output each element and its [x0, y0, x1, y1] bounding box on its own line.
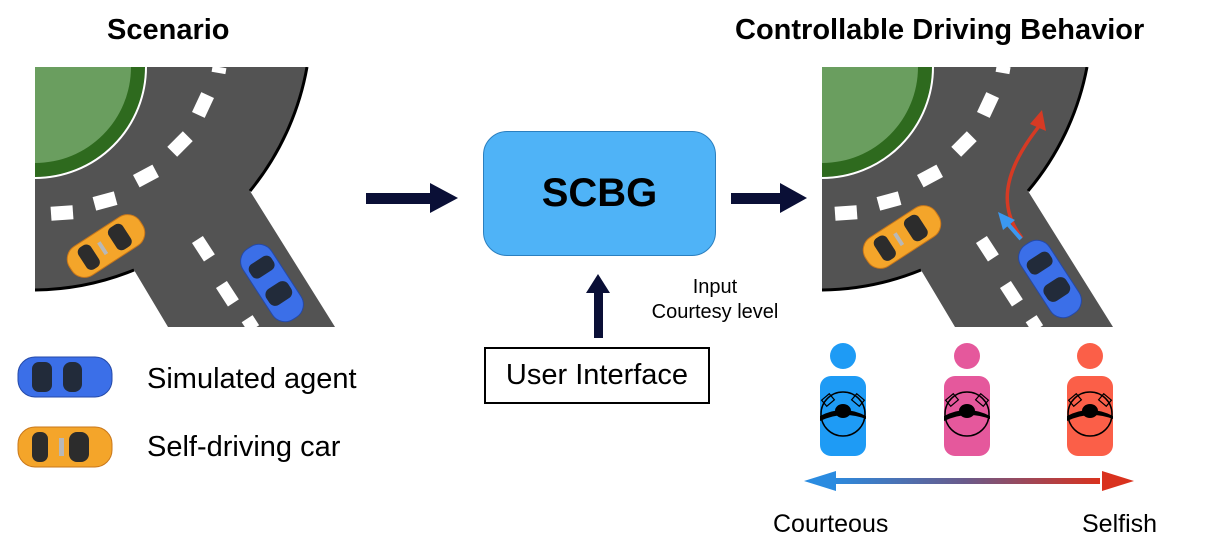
hand-icon: [850, 392, 866, 408]
steering-wheel-icon: [944, 391, 990, 437]
courteous-label: Courteous: [773, 510, 889, 538]
neutral-driver-icon: [944, 343, 990, 456]
legend-blue-car-icon: [17, 356, 113, 398]
legend-label-simulated-agent: Simulated agent: [147, 363, 357, 395]
arrow-ui-to-model: [586, 274, 610, 338]
hand-icon: [1097, 392, 1113, 408]
selfish-trajectory-arrowhead: [1030, 110, 1046, 131]
selfish-trajectory-arrow: [1005, 123, 1042, 240]
left-grass-island: [35, 67, 131, 163]
right-yellow-taxi-icon: [862, 205, 942, 269]
driver-icons: [820, 343, 1113, 456]
steering-wheel-icon: [1067, 391, 1113, 437]
left-yellow-taxi-icon: [66, 214, 146, 278]
hand-icon: [1067, 392, 1083, 408]
arrow-model-to-output: [731, 183, 807, 213]
left-road-edge-bottom: [35, 268, 135, 292]
courteous-trajectory-arrowhead: [998, 212, 1015, 230]
right-road-edge-bottom: [822, 268, 922, 292]
scale-arrowhead-left: [804, 471, 836, 491]
user-interface-box[interactable]: User Interface: [484, 347, 710, 404]
legend-yellow-taxi-icon: [17, 426, 113, 468]
steering-wheel-icon: [820, 391, 866, 437]
input-label-line2: Courtesy level: [651, 301, 779, 323]
scbg-label: SCBG: [541, 171, 658, 215]
driver-head: [1077, 343, 1103, 369]
arrow-scenario-to-model: [366, 183, 458, 213]
selfish-label: Selfish: [1082, 510, 1158, 538]
courtesy-scale-arrow: [804, 471, 1134, 491]
legend-label-self-driving-car: Self-driving car: [147, 431, 341, 463]
driver-head: [954, 343, 980, 369]
input-label-line1: Input: [692, 276, 738, 298]
scbg-model-box: SCBG: [483, 131, 716, 256]
user-interface-label: User Interface: [505, 359, 689, 391]
output-title: Controllable Driving Behavior: [735, 14, 1145, 46]
courteous-trajectory-arrow: [1005, 221, 1023, 241]
left-lane-dashes: [50, 67, 260, 327]
right-blue-car-icon: [1018, 239, 1082, 319]
hand-icon: [820, 392, 836, 408]
right-grass-island: [822, 67, 918, 163]
right-lane-dashes: [834, 67, 1044, 327]
hand-icon: [974, 392, 990, 408]
scenario-title: Scenario: [107, 14, 230, 46]
hand-icon: [944, 392, 960, 408]
selfish-driver-icon: [1067, 343, 1113, 456]
left-blue-car-icon: [240, 243, 304, 323]
right-road-edge: [1026, 67, 1089, 192]
courteous-driver-icon: [820, 343, 866, 456]
input-label: Input Courtesy level: [630, 275, 800, 325]
scale-arrowhead-right: [1102, 471, 1134, 491]
driver-head: [830, 343, 856, 369]
left-road-edge: [248, 67, 309, 192]
